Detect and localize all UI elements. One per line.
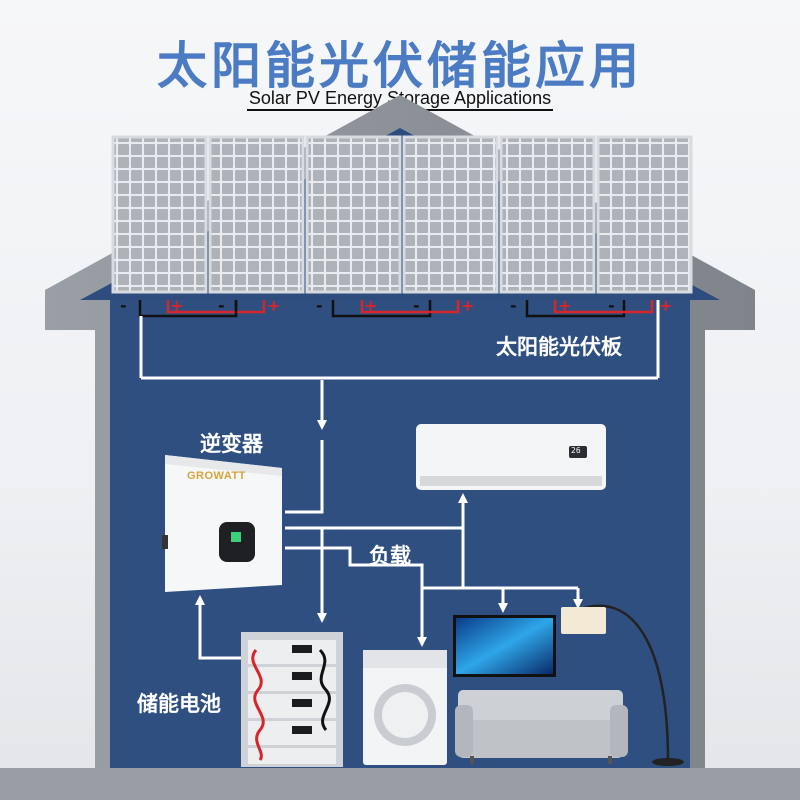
- svg-text:+: +: [558, 296, 571, 315]
- svg-text:-: -: [510, 296, 517, 315]
- ac-display-readout: 26: [571, 446, 581, 455]
- inverter-label: 逆变器: [200, 432, 263, 456]
- svg-text:-: -: [316, 296, 323, 315]
- battery-rack: [241, 632, 343, 767]
- terminal-signs: - + - + - + - + - + - +: [120, 296, 672, 315]
- solar-panel: [596, 135, 693, 294]
- ground: [0, 768, 800, 800]
- svg-text:+: +: [267, 296, 280, 315]
- panel-wiring: [138, 300, 660, 380]
- television: [453, 615, 556, 677]
- inverter-brand-logo: GROWATT: [187, 470, 246, 482]
- air-conditioner: [416, 424, 606, 490]
- ac-display-panel: [569, 446, 587, 458]
- load-label: 负载: [369, 544, 411, 568]
- svg-text:-: -: [413, 296, 420, 315]
- solar-panel: [305, 135, 402, 294]
- floor-lamp: [561, 604, 684, 766]
- svg-text:-: -: [608, 296, 615, 315]
- page-title: 太阳能光伏储能应用: [157, 37, 643, 95]
- inverter: [162, 455, 282, 592]
- svg-text:-: -: [218, 296, 225, 315]
- svg-text:-: -: [120, 296, 127, 315]
- solar-panel: [402, 135, 499, 294]
- solar-panel: [208, 135, 305, 294]
- svg-text:+: +: [170, 296, 183, 315]
- svg-text:+: +: [461, 296, 474, 315]
- battery-label: 储能电池: [137, 692, 221, 716]
- washing-machine: [363, 650, 447, 765]
- svg-text:+: +: [364, 296, 377, 315]
- sofa: [455, 690, 628, 764]
- solar-panel-array: [111, 135, 693, 294]
- flow-lines: [195, 380, 583, 660]
- solar-panel: [499, 135, 596, 294]
- svg-text:+: +: [659, 296, 672, 315]
- solar-panel: [111, 135, 208, 294]
- solar-panel-label: 太阳能光伏板: [496, 335, 622, 359]
